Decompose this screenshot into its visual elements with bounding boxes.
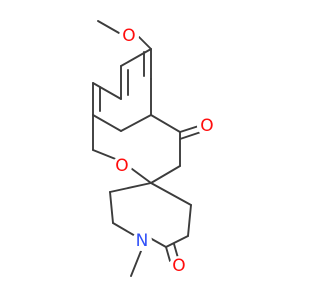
bond-methyl-methoxy-o <box>97 20 120 34</box>
amide-oxygen-mask <box>169 256 189 276</box>
amide-oxygen-label: O <box>172 256 185 276</box>
ketone-oxygen-label: O <box>200 116 213 136</box>
bond-amide-c-o <box>165 246 171 262</box>
bond-aryl-7 <box>120 114 152 132</box>
bond-nitrogen-methyl <box>130 250 142 277</box>
bond-spiro-right <box>150 182 192 206</box>
ring-oxygen-mask <box>112 156 132 176</box>
bond-amide-c-o-double <box>173 243 179 259</box>
bond-spiro-ring-o <box>127 165 152 184</box>
bond-methoxy-o-aryl <box>138 36 152 50</box>
bond-ring-o-aryl-c <box>92 149 119 161</box>
bonds <box>92 20 208 277</box>
bond-right-amide-c <box>165 235 189 248</box>
bond-left-nitrogen <box>112 222 138 238</box>
bond-aryl-4 <box>92 82 122 100</box>
ring-oxygen-label: O <box>115 156 128 176</box>
bond-left-down <box>109 191 114 224</box>
bond-ch2-spiro <box>150 165 181 184</box>
bond-spiro-left <box>109 182 152 193</box>
nitrogen-label: N <box>136 231 149 251</box>
ketone-oxygen-mask <box>197 116 217 136</box>
atom-labels: O O O O N <box>112 26 217 276</box>
bond-amide-c-nitrogen <box>149 237 167 248</box>
bond-aryl-6 <box>92 114 122 132</box>
nitrogen-mask <box>132 231 152 251</box>
bond-right-down <box>187 204 192 237</box>
bond-aryl-2 <box>120 48 152 67</box>
bond-aryl-carbonyl <box>150 114 181 133</box>
chemical-structure-diagram: O O O O N <box>92 20 217 277</box>
methoxy-oxygen-label: O <box>122 26 135 46</box>
methoxy-oxygen-mask <box>119 26 139 46</box>
